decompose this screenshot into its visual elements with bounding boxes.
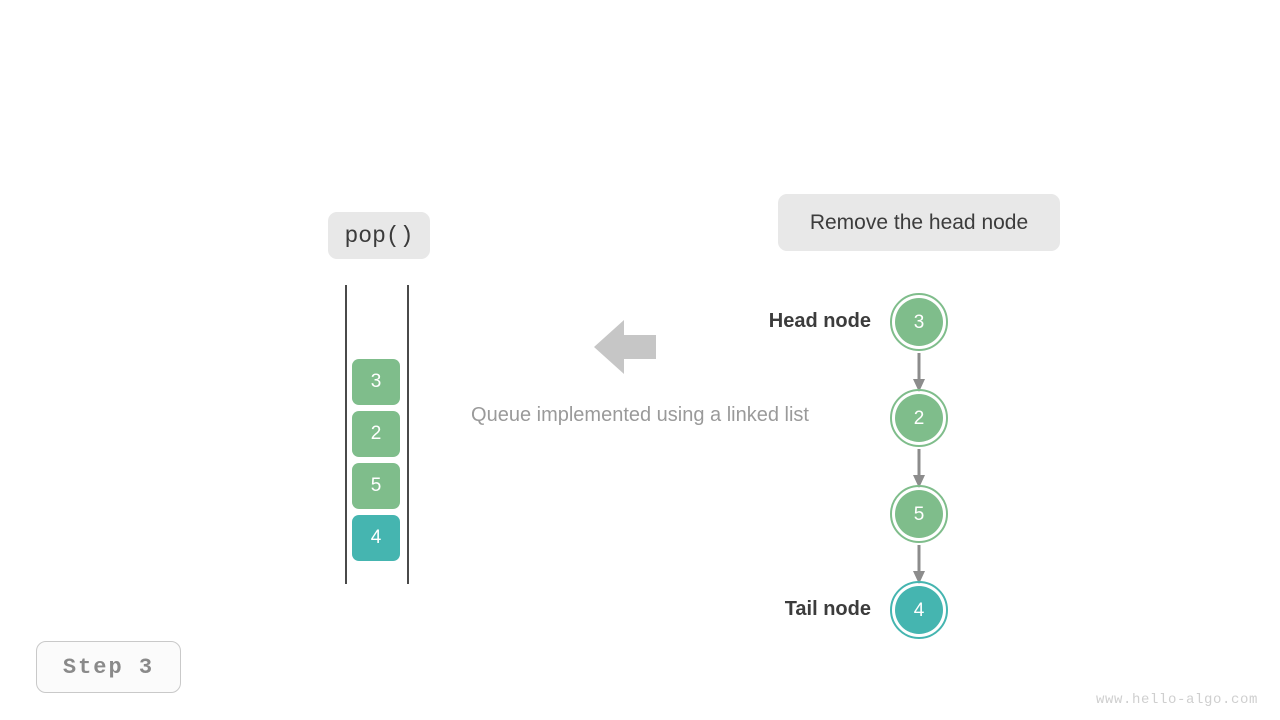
linked-list-node-head: 3 [890, 293, 948, 351]
queue-rail-right [407, 285, 409, 584]
node-disc: 2 [895, 394, 943, 442]
pop-operation-label: pop() [328, 212, 430, 259]
link-arrow-icon [912, 353, 926, 393]
node-ring [890, 293, 948, 351]
queue-cell-value: 3 [370, 371, 382, 392]
queue-cell-value: 4 [370, 527, 382, 548]
node-value: 2 [913, 407, 925, 429]
head-node-label: Head node [768, 310, 871, 332]
linked-list: 3 2 5 4 [880, 285, 960, 645]
node-value: 3 [913, 311, 925, 333]
linked-list-node-tail: 4 [890, 581, 948, 639]
queue-cell: 4 [352, 515, 400, 561]
queue-rail-left [345, 285, 347, 584]
linked-list-node: 2 [890, 389, 948, 447]
flow-arrow-left-icon [594, 320, 656, 374]
queue-cell-value: 2 [370, 423, 382, 444]
node-disc: 5 [895, 490, 943, 538]
queue-cell-list: 3 2 5 4 [352, 359, 400, 561]
queue-cell: 5 [352, 463, 400, 509]
queue-cell: 2 [352, 411, 400, 457]
node-ring [890, 581, 948, 639]
link-arrow-icon [912, 449, 926, 489]
site-watermark: www.hello-algo.com [1095, 692, 1258, 708]
node-value: 5 [913, 503, 925, 525]
diagram-caption: Queue implemented using a linked list [471, 404, 809, 426]
node-ring [890, 389, 948, 447]
callout-remove-head-node: Remove the head node [778, 194, 1060, 251]
linked-list-node: 5 [890, 485, 948, 543]
queue-cell-value: 5 [370, 475, 382, 496]
node-ring [890, 485, 948, 543]
link-arrow-icon [912, 545, 926, 585]
node-value: 4 [913, 599, 925, 621]
queue-cell: 3 [352, 359, 400, 405]
node-disc: 3 [895, 298, 943, 346]
node-disc: 4 [895, 586, 943, 634]
queue-container: 3 2 5 4 [345, 285, 409, 584]
tail-node-label: Tail node [784, 598, 871, 620]
step-badge: Step 3 [36, 641, 181, 693]
